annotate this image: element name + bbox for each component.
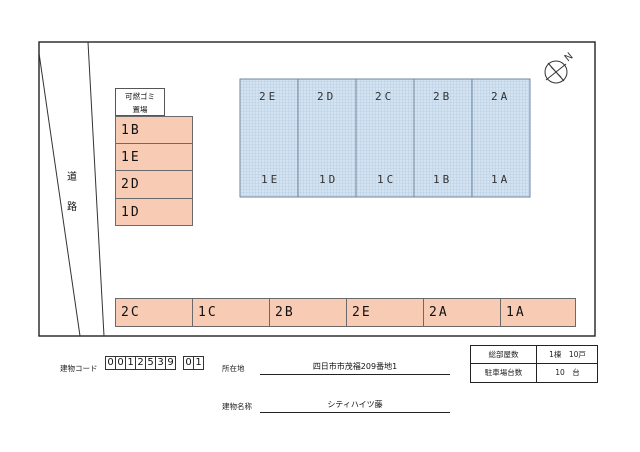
parking-count-label: 駐車場台数: [471, 364, 537, 382]
building-name-label: 建物名称: [222, 402, 252, 411]
road-label: 道 路: [67, 172, 77, 213]
address-label: 所在地: [222, 364, 245, 373]
north-arrow-icon: [544, 60, 568, 84]
parking-space: 1C: [192, 298, 270, 327]
unit-label: 2C: [375, 90, 395, 103]
unit-label: 1A: [491, 173, 511, 186]
unit-label: 2B: [433, 90, 453, 103]
parking-space: 2E: [346, 298, 424, 327]
unit-label: 1B: [433, 173, 453, 186]
parking-space: 2B: [269, 298, 347, 327]
info-table: 総部屋数 1棟 10戸 駐車場台数 10 台: [470, 345, 598, 383]
code-digit: 9: [165, 356, 176, 370]
parking-space: 2C: [115, 298, 193, 327]
road-edge-right: [87, 41, 105, 337]
total-rooms-label: 総部屋数: [471, 346, 537, 364]
code-suffix-digit: 1: [193, 356, 204, 370]
total-rooms-value: 1棟 10戸: [549, 350, 586, 359]
parking-space: 1D: [115, 198, 193, 226]
info-row: 駐車場台数 10 台: [471, 364, 597, 382]
unit-label: 1D: [319, 173, 339, 186]
site-boundary: [38, 41, 596, 337]
info-row: 総部屋数 1棟 10戸: [471, 346, 597, 364]
svg-text:N: N: [563, 51, 576, 64]
unit-label: 1C: [377, 173, 397, 186]
parking-space: 1E: [115, 143, 193, 171]
building-name-value: シティハイツ藤: [260, 399, 450, 413]
parking-space: 2D: [115, 170, 193, 199]
building-grid: [239, 78, 531, 198]
unit-label: 1E: [261, 173, 281, 186]
address-value: 四日市市茂福209番地1: [260, 361, 450, 375]
parking-count-value: 10 台: [555, 368, 580, 377]
unit-label: 2A: [491, 90, 511, 103]
building-code-label: 建物コード: [60, 364, 98, 373]
unit-label: 2D: [317, 90, 337, 103]
parking-space: 1B: [115, 116, 193, 144]
parking-space: 2A: [423, 298, 501, 327]
garbage-area: 可燃ゴミ 置場: [115, 88, 165, 116]
parking-space: 1A: [500, 298, 576, 327]
road-edge-left: [38, 52, 81, 337]
unit-label: 2E: [259, 90, 279, 103]
